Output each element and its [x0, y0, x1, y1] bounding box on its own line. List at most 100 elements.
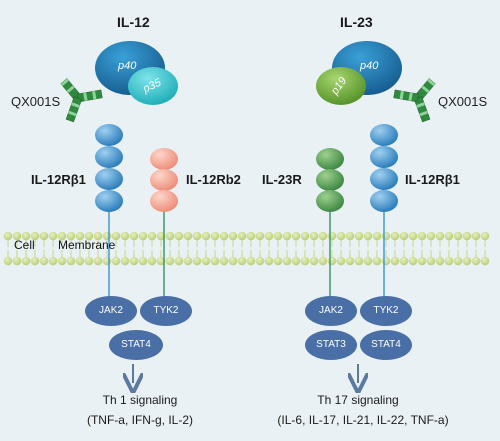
lipid-head — [336, 256, 346, 266]
lipid-head — [201, 231, 211, 241]
lipid-head — [255, 256, 265, 266]
lipid-head — [39, 231, 49, 241]
lipid-head — [210, 231, 220, 241]
lipid-head — [264, 256, 274, 266]
lipid-head — [12, 256, 22, 266]
il23-title: IL-23 — [340, 14, 373, 30]
lipid-head — [147, 256, 157, 266]
lipid-head — [156, 231, 166, 241]
lipid-head — [75, 256, 85, 266]
lipid-head — [444, 231, 454, 241]
lipid-head — [363, 256, 373, 266]
lipid-head — [345, 231, 355, 241]
il12-cytokine — [95, 41, 178, 105]
lipid-head — [462, 231, 472, 241]
lipid-head — [66, 256, 76, 266]
il12rb1-right-receptor — [370, 124, 398, 212]
stat4-left-label: STAT4 — [121, 339, 151, 350]
stat4-left-pill — [109, 330, 163, 360]
th17-signal-title: Th 17 signaling — [317, 393, 399, 407]
drug-left-label: QX001S — [11, 94, 61, 109]
il12rb2-label: IL-12Rb2 — [186, 172, 241, 187]
lipid-head — [210, 256, 220, 266]
lipid-head — [318, 256, 328, 266]
lipid-head — [165, 231, 175, 241]
tyk2-left-label: TYK2 — [153, 305, 179, 316]
lipid-head — [273, 256, 283, 266]
tyk2-right-pill — [360, 296, 412, 326]
lipid-head — [111, 231, 121, 241]
jak2-right-pill — [305, 296, 357, 326]
il12rb1-left-label: IL-12Rβ1 — [31, 172, 86, 187]
lipid-head — [93, 256, 103, 266]
lipid-head — [84, 231, 94, 241]
stat3-label: STAT3 — [316, 339, 346, 350]
lipid-head — [390, 256, 400, 266]
th17-signal-detail: (IL-6, IL-17, IL-21, IL-22, TNF-a) — [277, 413, 449, 427]
lipid-head — [291, 231, 301, 241]
il23r-label: IL-23R — [262, 172, 302, 187]
lipid-head — [282, 231, 292, 241]
lipid-head — [408, 231, 418, 241]
cell-membrane — [3, 231, 490, 266]
lipid-head — [327, 256, 337, 266]
tyk2-right-label: TYK2 — [373, 305, 399, 316]
drug-right-label: QX001S — [438, 94, 488, 109]
lipid-head — [138, 231, 148, 241]
lipid-head — [282, 256, 292, 266]
lipid-head — [237, 231, 247, 241]
lipid-head — [399, 256, 409, 266]
lipid-head — [372, 256, 382, 266]
lipid-head — [174, 256, 184, 266]
lipid-head — [93, 231, 103, 241]
lipid-head — [291, 256, 301, 266]
jak2-right-label: JAK2 — [319, 305, 343, 316]
th1-signal-title: Th 1 signaling — [102, 393, 178, 407]
lipid-head — [480, 231, 490, 241]
lipid-head — [102, 256, 112, 266]
lipid-head — [39, 256, 49, 266]
lipid-head — [318, 231, 328, 241]
il12rb1-left-receptor — [95, 124, 123, 212]
lipid-head — [255, 231, 265, 241]
stat4-right-pill — [360, 330, 412, 360]
lipid-head — [462, 256, 472, 266]
il12rb2-receptor — [150, 148, 178, 212]
lipid-head — [183, 256, 193, 266]
lipid-head — [48, 231, 58, 241]
lipid-head — [120, 256, 130, 266]
lipid-head — [444, 256, 454, 266]
lipid-head — [480, 256, 490, 266]
lipid-head — [3, 231, 13, 241]
lipid-head — [381, 231, 391, 241]
lipid-head — [120, 231, 130, 241]
stat3-pill — [305, 330, 357, 360]
lipid-head — [453, 256, 463, 266]
lipid-head — [390, 231, 400, 241]
il12rb1-right-label: IL-12Rβ1 — [405, 172, 460, 187]
lipid-head — [57, 256, 67, 266]
antibody-right-icon — [393, 78, 436, 123]
lipid-head — [156, 256, 166, 266]
il23-cytokine — [316, 41, 402, 105]
lipid-head — [246, 256, 256, 266]
lipid-head — [129, 231, 139, 241]
lipid-head — [219, 231, 229, 241]
lipid-head — [426, 256, 436, 266]
lipid-head — [3, 256, 13, 266]
membrane-label-cell: Cell — [14, 238, 35, 252]
p40-right-label: p40 — [360, 60, 379, 72]
lipid-head — [174, 231, 184, 241]
lipid-head — [57, 231, 67, 241]
lipid-head — [228, 231, 238, 241]
lipid-head — [246, 231, 256, 241]
lipid-head — [183, 231, 193, 241]
lipid-head — [237, 256, 247, 266]
lipid-head — [264, 231, 274, 241]
jak2-left-pill — [85, 296, 137, 326]
lipid-head — [30, 256, 40, 266]
lipid-head — [192, 256, 202, 266]
lipid-head — [48, 256, 58, 266]
